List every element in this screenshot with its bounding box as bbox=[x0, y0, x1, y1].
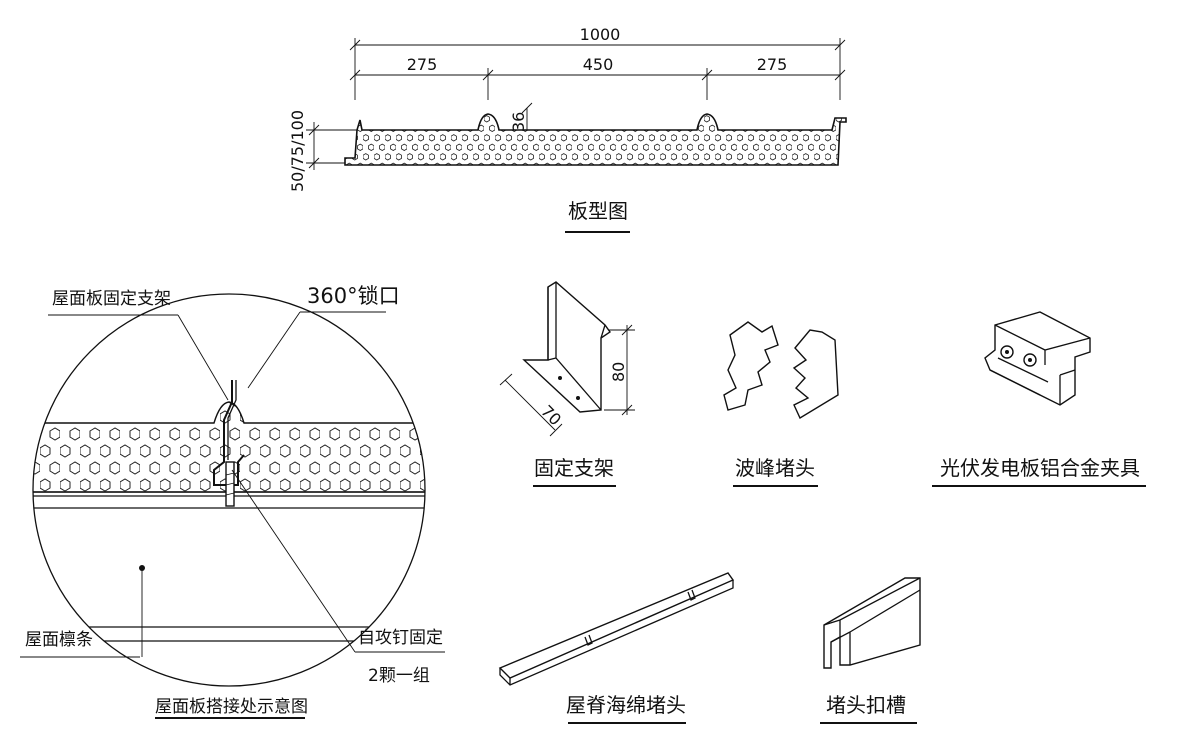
pv-clamp-caption: 光伏发电板铝合金夹具 bbox=[940, 456, 1140, 480]
lap-joint-detail: 屋面板固定支架 360°锁口 屋面檩条 自攻钉固定 2颗一组 屋面板搭接处示意图 bbox=[20, 284, 445, 719]
dimension-lines bbox=[306, 38, 846, 170]
bracket-dim-height: 80 bbox=[609, 362, 628, 382]
bracket-label: 屋面板固定支架 bbox=[52, 289, 171, 309]
dim-middle: 450 bbox=[583, 55, 614, 74]
purlin-label: 屋面檩条 bbox=[25, 630, 93, 650]
fixing-bracket-caption: 固定支架 bbox=[534, 456, 614, 480]
wave-plug-left bbox=[723, 321, 779, 411]
screw-label: 自攻钉固定 bbox=[358, 628, 443, 648]
ridge-plug-caption: 屋脊海绵堵头 bbox=[566, 693, 686, 717]
ridge-plug-body bbox=[498, 572, 735, 679]
dim-thickness: 50/75/100 bbox=[288, 110, 307, 192]
panel-profile-caption: 板型图 bbox=[568, 199, 628, 223]
panel-cross-section bbox=[344, 113, 847, 166]
pv-clamp: 光伏发电板铝合金夹具 bbox=[932, 311, 1146, 487]
end-channel-body bbox=[823, 577, 921, 669]
detail-panel-core bbox=[33, 401, 425, 493]
screw-note: 2颗一组 bbox=[368, 666, 430, 686]
bracket-leader bbox=[177, 314, 229, 401]
detail-caption: 屋面板搭接处示意图 bbox=[155, 697, 308, 717]
fixing-bracket-body bbox=[522, 281, 611, 413]
end-channel: 堵头扣槽 bbox=[820, 577, 921, 724]
wave-plug-caption: 波峰堵头 bbox=[735, 456, 815, 480]
detail-bracket bbox=[213, 380, 245, 486]
lock-leader bbox=[247, 311, 301, 389]
dim-right: 275 bbox=[757, 55, 788, 74]
panel-profile: 1000 275 450 275 50/75/100 36 板型图 bbox=[288, 25, 847, 233]
wave-plug-right bbox=[792, 329, 839, 420]
screw-leader bbox=[231, 469, 356, 653]
purlin-marker bbox=[139, 565, 145, 571]
dim-left: 275 bbox=[407, 55, 438, 74]
wave-plug: 波峰堵头 bbox=[723, 321, 839, 487]
ridge-plug: 屋脊海绵堵头 bbox=[498, 572, 735, 724]
dim-rib: 36 bbox=[509, 112, 528, 132]
pv-clamp-body bbox=[984, 311, 1091, 406]
dim-total: 1000 bbox=[580, 25, 621, 44]
lock-label: 360°锁口 bbox=[307, 284, 400, 308]
end-channel-caption: 堵头扣槽 bbox=[826, 693, 906, 717]
fixing-bracket: 70 80 固定支架 bbox=[499, 281, 635, 487]
